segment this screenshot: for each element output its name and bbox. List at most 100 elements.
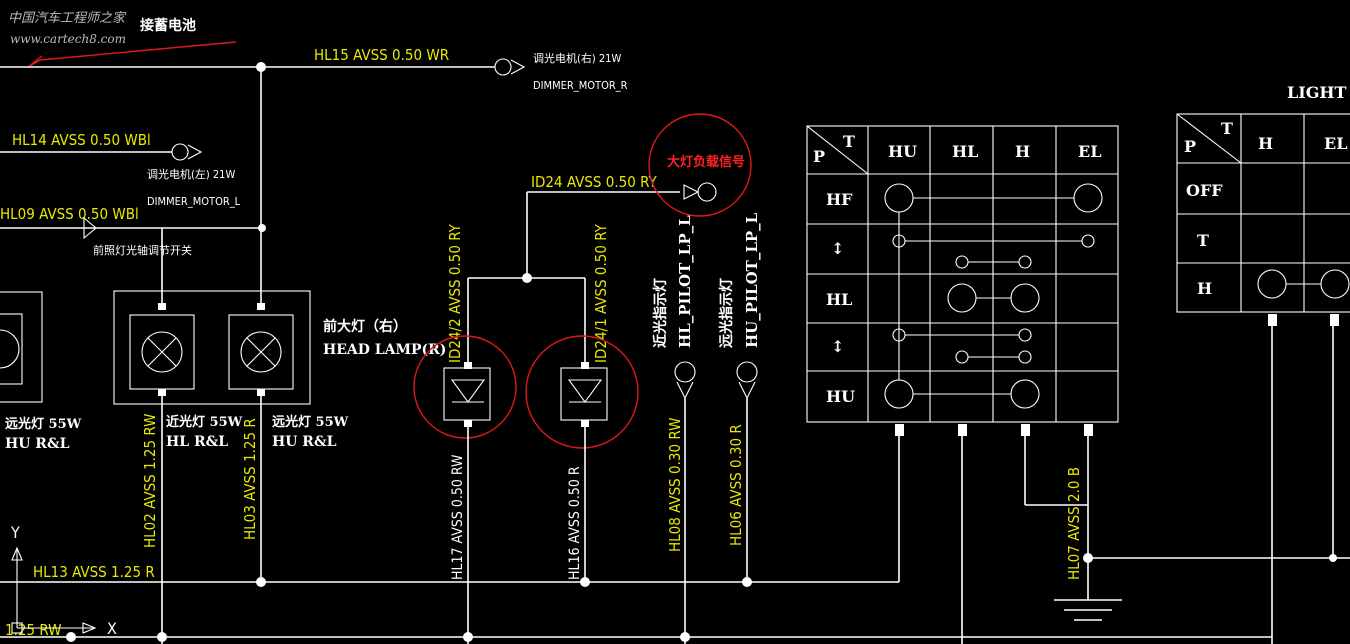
dimmer-l-cn: 调光电机(左) 21W [147, 167, 235, 181]
pin-icon [158, 389, 166, 396]
row-arrow: ↕ [831, 239, 844, 258]
wire-hl03-label: HL03 AVSS 1.25 R [241, 418, 259, 540]
wire-hl15-label: HL15 AVSS 0.50 WR [314, 46, 449, 64]
light-switch-table: P T H EL OFF T H [1176, 113, 1350, 326]
diode-icon [567, 379, 603, 403]
switch-arrow-icon [83, 216, 97, 240]
lamp-left-frame [0, 291, 43, 403]
lamp2-cn: 近光灯 55W [166, 414, 243, 430]
wire-id24-1-label: ID24/1 AVSS 0.50 RY [592, 223, 610, 363]
row-hl: HL [826, 290, 852, 309]
diode-box [443, 367, 491, 421]
pin-icon [257, 389, 265, 396]
pin-icon [464, 362, 472, 369]
diode-box [560, 367, 608, 421]
ls-col-h: H [1258, 134, 1273, 153]
junction-dot [580, 577, 590, 587]
axis-x-label: X [107, 619, 117, 638]
wire-hl08-label: HL08 AVSS 0.30 RW [666, 418, 684, 552]
pin-icon [581, 420, 589, 427]
lamp-bulb-icon [141, 331, 183, 373]
wire-hl13-label: HL13 AVSS 1.25 R [33, 563, 155, 581]
row-arrow: ↕ [831, 337, 844, 356]
wire-hl06-label: HL06 AVSS 0.30 R [727, 424, 745, 546]
dimmer-switch-cn: 前照灯光轴调节开关 [93, 243, 192, 257]
connector-arrow-icon [738, 381, 756, 400]
pilot-hl-cn: 近光指示灯 [652, 278, 669, 348]
head-lamp-name: HEAD LAMP(R) [323, 342, 446, 358]
ls-corner-t: T [1221, 119, 1233, 138]
dimmer-l-connector-icon [171, 143, 189, 161]
lamp3-cn: 远光灯 55W [272, 414, 349, 430]
wire-rw125-label: 1.25 RW [5, 621, 61, 639]
junction-dot [742, 577, 752, 587]
wire-hl14-label: HL14 AVSS 0.50 WBl [12, 131, 151, 149]
wire-hl02-label: HL02 AVSS 1.25 RW [141, 414, 159, 548]
pilot-hl-lamp-icon [674, 361, 696, 383]
dimmer-r-cn: 调光电机(右) 21W [533, 51, 621, 65]
connector-arrow-icon [676, 381, 694, 400]
red-highlight [525, 335, 639, 449]
lamp-cross-icon [147, 337, 177, 367]
ucs-arrow-icon [82, 622, 97, 634]
dimmer-r-connector-icon [494, 58, 512, 76]
wire-id24-label: ID24 AVSS 0.50 RY [531, 173, 657, 191]
diode-icon [450, 379, 486, 403]
lamp-bulb-icon [240, 331, 282, 373]
col-hu: HU [888, 142, 917, 161]
pin-icon [257, 303, 265, 310]
red-highlight [648, 113, 752, 217]
load-signal-connector-icon [697, 182, 717, 202]
col-el: EL [1078, 142, 1101, 161]
wire-id24-2-label: ID24/2 AVSS 0.50 RY [446, 223, 464, 363]
col-hl: HL [952, 142, 978, 161]
ls-row-h: H [1197, 279, 1212, 298]
col-h: H [1015, 142, 1030, 161]
connector-arrow-icon [683, 184, 700, 200]
load-signal-label: 大灯负载信号 [667, 154, 745, 170]
ls-row-t: T [1197, 231, 1209, 250]
pilot-hu-name: HU_PILOT_LP_L [743, 212, 761, 348]
junction-dot [680, 632, 690, 642]
wire-hl09-label: HL09 AVSS 0.50 WBl [0, 205, 139, 223]
table-corner-t: T [843, 132, 855, 151]
pin-icon [464, 420, 472, 427]
wire-hl17-label: HL17 AVSS 0.50 RW [450, 454, 466, 580]
lamp3-name: HU R&L [272, 434, 337, 450]
dimmer-r-name: DIMMER_MOTOR_R [533, 79, 628, 92]
head-lamp-frame [113, 290, 311, 405]
lamp-left-box [0, 313, 23, 385]
switch-table: P T HU HL H EL HF ↕ HL ↕ HU [806, 125, 1119, 436]
junction-dot [463, 632, 473, 642]
light-sw-title: LIGHT SW [1287, 83, 1350, 102]
pin-icon [158, 303, 166, 310]
lamp1-name: HU R&L [5, 436, 70, 452]
lamp1-cn: 远光灯 55W [5, 416, 82, 432]
red-highlight [413, 335, 517, 439]
head-lamp-cn: 前大灯（右） [323, 318, 407, 335]
ucs-arrow-icon [11, 546, 23, 561]
junction-dot [256, 577, 266, 587]
connector-arrow-icon [510, 59, 526, 75]
ls-col-el: EL [1324, 134, 1347, 153]
watermark-site: 中国汽车工程师之家 [8, 10, 127, 26]
lamp-cross-icon [246, 337, 276, 367]
row-hf: HF [826, 190, 853, 209]
lamp-bulb-icon [0, 329, 20, 369]
junction-dot [258, 224, 266, 232]
battery-note: 接蓄电池 [140, 17, 196, 34]
wire-hl16-label: HL16 AVSS 0.50 R [567, 466, 583, 580]
connector-arrow-icon [187, 144, 203, 160]
table-corner-p: P [813, 147, 825, 166]
pilot-hl-name: HL_PILOT_LP_L [676, 215, 694, 348]
wire-hl07-label: HL07 AVSS 2.0 B [1065, 467, 1083, 580]
ls-row-off: OFF [1186, 181, 1223, 200]
ucs-origin-icon [11, 622, 23, 634]
dimmer-l-name: DIMMER_MOTOR_L [147, 195, 241, 208]
junction-dot [66, 632, 76, 642]
watermark-url: www.cartech8.com [10, 32, 126, 46]
axis-y-label: Y [10, 523, 20, 542]
pin-icon [581, 362, 589, 369]
junction-dot [157, 632, 167, 642]
